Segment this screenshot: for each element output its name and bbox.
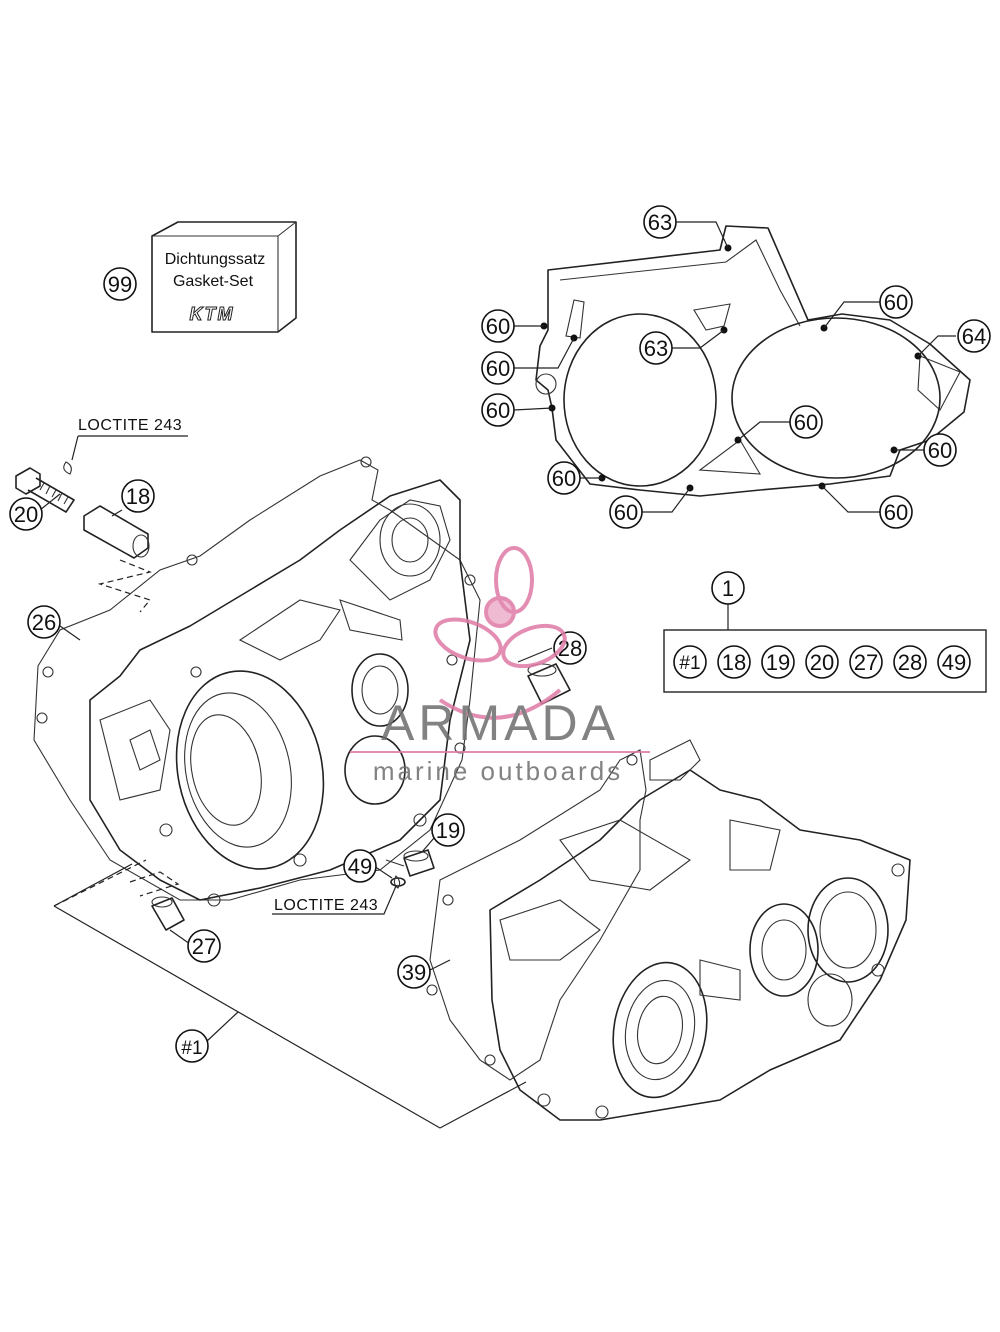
kit-box-line1: Dichtungssatz — [165, 251, 266, 268]
callout-60-d: 60 — [547, 461, 581, 495]
callout-60-f: 60 — [879, 285, 913, 319]
callout-60-f-label: 60 — [884, 290, 908, 315]
watermark-title: ARMADA — [381, 695, 619, 751]
kit-item-49: 49 — [937, 645, 971, 679]
kit-item-27-label: 27 — [854, 650, 878, 675]
callout-27: 27 — [187, 929, 221, 963]
kit-item-27: 27 — [849, 645, 883, 679]
callout-64-label: 64 — [962, 324, 986, 349]
ktm-logo-text: KTM — [190, 304, 235, 324]
kit-item-49-label: 49 — [942, 650, 966, 675]
callout-60-h-label: 60 — [928, 438, 952, 463]
callout-63-top: 63 — [643, 205, 677, 239]
callout-60-g: 60 — [789, 405, 823, 439]
callout-39-label: 39 — [402, 960, 426, 985]
kit-item-28-label: 28 — [898, 650, 922, 675]
callout-60-i: 60 — [879, 495, 913, 529]
kit-item-18: 18 — [717, 645, 751, 679]
callout-1-label: 1 — [722, 576, 734, 601]
callout-60-d-label: 60 — [552, 466, 576, 491]
kit-item-18-label: 18 — [722, 650, 746, 675]
callout-18-label: 18 — [126, 484, 150, 509]
kit-item-hash-1-label: #1 — [679, 653, 700, 674]
callout-60-g-label: 60 — [794, 410, 818, 435]
kit-item-20: 20 — [805, 645, 839, 679]
callout-49: 49 — [343, 849, 377, 883]
kit-item-19-label: 19 — [766, 650, 790, 675]
callout-64: 64 — [957, 319, 991, 353]
callout-60-a-label: 60 — [486, 314, 510, 339]
callout-1: 1 — [711, 571, 745, 605]
callout-99: 99 — [103, 267, 137, 301]
callout-60-c-label: 60 — [486, 398, 510, 423]
callout-20: 20 — [9, 497, 43, 531]
callout-26: 26 — [27, 605, 61, 639]
callout-hash-1: #1 — [175, 1029, 209, 1063]
callout-63-top-label: 63 — [648, 210, 672, 235]
callout-20-label: 20 — [14, 502, 38, 527]
callout-60-b-label: 60 — [486, 356, 510, 381]
callout-27-label: 27 — [192, 934, 216, 959]
callout-19-label: 19 — [436, 818, 460, 843]
plug-screw-part — [403, 849, 435, 877]
loctite-label-top: LOCTITE 243 — [78, 417, 182, 434]
bolt-part — [15, 461, 75, 513]
ktm-logo: KTM — [189, 304, 235, 325]
kit-box-line2: Gasket-Set — [173, 273, 254, 290]
loctite-label-bottom: LOCTITE 243 — [274, 897, 378, 914]
armada-watermark: ARMADA marine outboards — [350, 546, 650, 786]
callout-63-mid-label: 63 — [644, 336, 668, 361]
callout-99-label: 99 — [108, 272, 132, 297]
cover-gasket — [535, 225, 971, 497]
armada-propeller-logo — [433, 546, 567, 720]
kit-item-28: 28 — [893, 645, 927, 679]
dowel-sleeve-part — [151, 896, 185, 931]
callout-60-c: 60 — [481, 393, 515, 427]
kit-contents-box — [663, 629, 987, 693]
watermark-subtitle: marine outboards — [373, 756, 623, 786]
callout-60-e-label: 60 — [614, 500, 638, 525]
kit-item-hash-1: #1 — [673, 645, 707, 679]
callout-49-label: 49 — [348, 854, 372, 879]
sleeve-part — [83, 505, 150, 559]
cover-gasket-leaders — [513, 221, 956, 513]
left-crankcase-half — [33, 456, 481, 907]
callout-19: 19 — [431, 813, 465, 847]
callout-63-mid: 63 — [639, 331, 673, 365]
callout-26-label: 26 — [32, 610, 56, 635]
kit-item-20-label: 20 — [810, 650, 834, 675]
kit-item-19: 19 — [761, 645, 795, 679]
callout-60-h: 60 — [923, 433, 957, 467]
gasket-kit-box: Dichtungssatz Gasket-Set KTM — [151, 221, 297, 333]
callout-18: 18 — [121, 479, 155, 513]
callout-60-e: 60 — [609, 495, 643, 529]
callout-39: 39 — [397, 955, 431, 989]
callout-60-b: 60 — [481, 351, 515, 385]
callout-28: 28 — [553, 631, 587, 665]
callout-60-i-label: 60 — [884, 500, 908, 525]
callout-hash-1-label: #1 — [181, 1038, 202, 1059]
right-crankcase-half — [426, 739, 911, 1121]
callout-60-a: 60 — [481, 309, 515, 343]
seal-ring-part — [390, 875, 406, 889]
